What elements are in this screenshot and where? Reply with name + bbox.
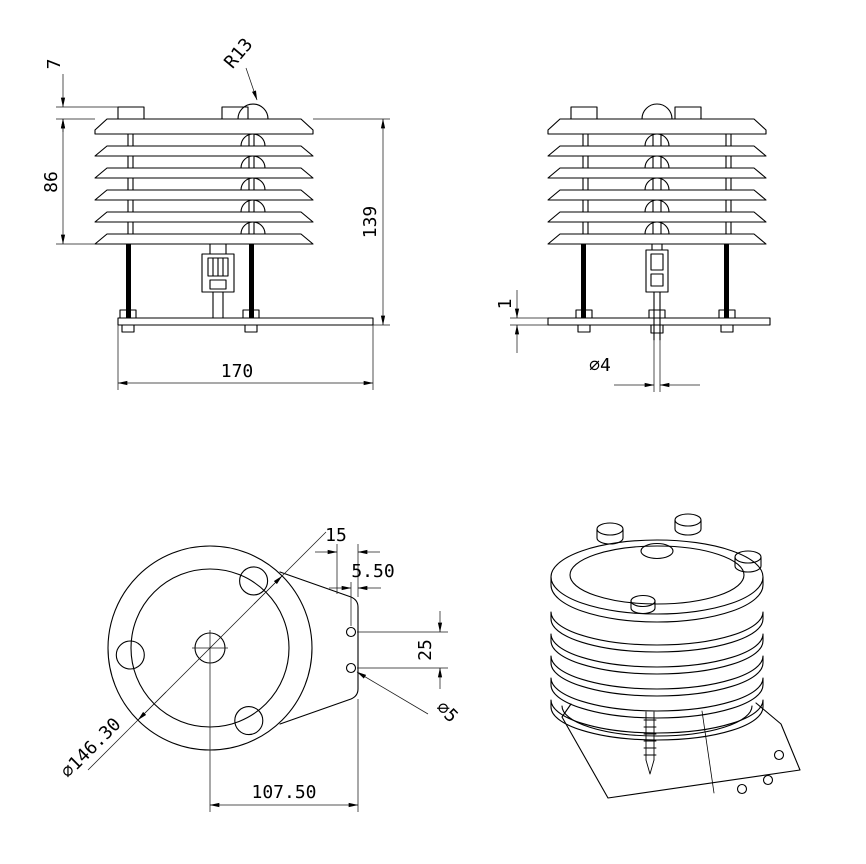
plate-hole-2 [115, 640, 145, 670]
iso-top-rim [550, 539, 764, 615]
plate-hole-3 [234, 706, 264, 736]
side-right-tab [674, 106, 702, 120]
dim-hole-edge-offset: 5.50 [351, 561, 394, 582]
dim-bracket-width: 15 [325, 525, 347, 546]
side-left-rod [581, 244, 586, 318]
iso-bottom-plate [561, 705, 753, 737]
front-right-tab [221, 106, 249, 120]
mounting-tab [279, 571, 359, 725]
front-gap-details [127, 133, 266, 235]
front-base-plate [117, 317, 374, 326]
iso-bracket-fold [701, 710, 715, 794]
iso-louver-stack [550, 611, 764, 741]
front-right-rod [249, 244, 254, 318]
front-view: 7 86 139 170 R13 [41, 34, 390, 390]
dim-tab-height: 7 [44, 59, 65, 70]
dim-dome-radius: R13 [220, 34, 257, 72]
top-view: 15 5.50 25 ⌀5 ⌀146.30 107.50 [57, 525, 462, 812]
dim-total-height: 139 [360, 206, 381, 239]
side-dome [641, 103, 673, 120]
top-plate-outline [107, 545, 359, 751]
iso-center-hole [640, 542, 674, 560]
dim-louver-stack-height: 86 [41, 171, 62, 193]
dim-base-thickness: 1 [495, 299, 516, 310]
front-louver-stack [94, 103, 314, 245]
front-rod-nuts [119, 309, 260, 333]
side-right-rod [724, 244, 729, 318]
front-dome [237, 103, 269, 120]
tab-hole-lower [345, 662, 357, 674]
iso-top-inner [569, 545, 745, 605]
iso-bracket-hole-2 [762, 774, 774, 786]
side-base-plate [547, 317, 771, 326]
dim-center-to-bracket: 107.50 [251, 782, 316, 803]
isometric-view [550, 513, 801, 799]
front-left-rod [126, 244, 131, 318]
side-left-tab [570, 106, 598, 120]
dim-bracket-hole-diameter: ⌀5 [432, 697, 462, 727]
side-sensor-column [645, 243, 669, 341]
iso-cap-3 [734, 550, 762, 573]
iso-screw [643, 711, 657, 775]
side-louver-stack [547, 103, 767, 245]
iso-bracket-hole-3 [736, 783, 748, 795]
iso-bracket-hole-1 [773, 749, 785, 761]
iso-cap-2 [674, 513, 702, 536]
iso-front-cap [630, 594, 656, 615]
dim-base-width: 170 [221, 361, 254, 382]
dim-plate-diameter: ⌀146.30 [57, 714, 125, 782]
dim-hole-spacing: 25 [415, 639, 436, 661]
plate-hole-1 [239, 566, 269, 596]
side-dimensions: 1 ⌀4 [495, 290, 700, 392]
side-gap-details [582, 133, 732, 235]
iso-cap-1 [596, 522, 624, 545]
tab-hole-upper [345, 626, 357, 638]
front-top-plate [94, 118, 314, 135]
dim-rod-diameter: ⌀4 [589, 355, 611, 376]
front-left-tab [117, 106, 145, 120]
side-top-plate [547, 118, 767, 135]
side-view: 1 ⌀4 [495, 103, 771, 392]
front-sensor-assembly [201, 243, 235, 319]
iso-mounting-bracket [561, 702, 801, 799]
side-rod-nuts [575, 309, 736, 334]
